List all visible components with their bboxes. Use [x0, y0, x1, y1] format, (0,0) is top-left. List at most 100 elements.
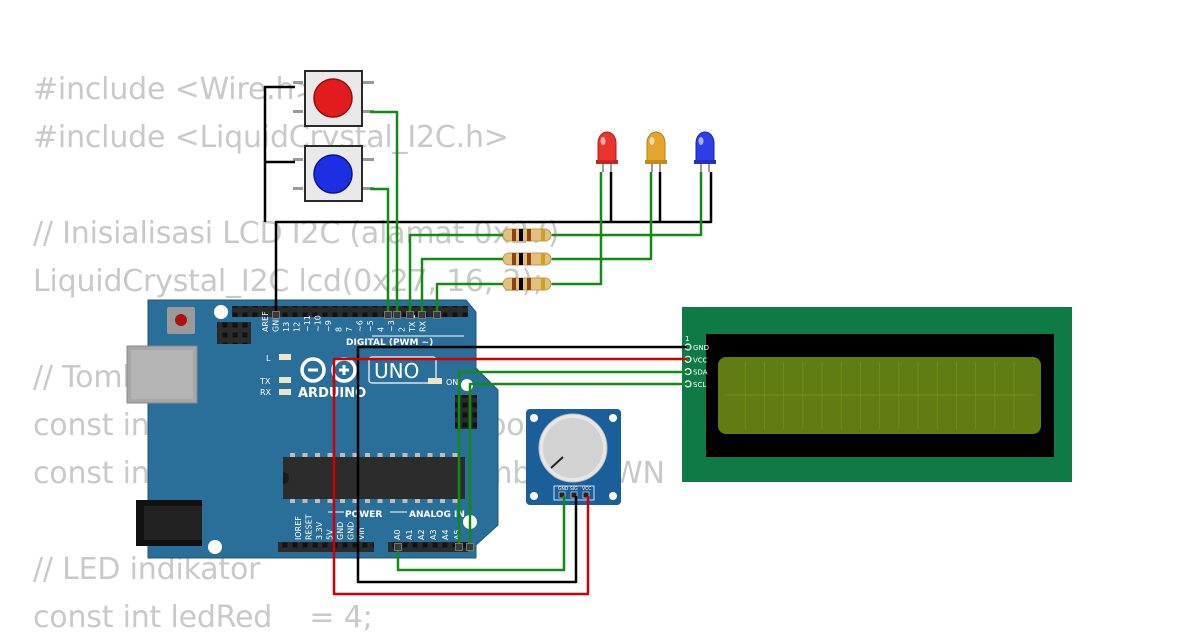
chip-pin	[365, 499, 370, 503]
pot-pin[interactable]	[570, 491, 578, 499]
model-label: UNO	[374, 359, 419, 383]
resistor-band	[512, 278, 516, 290]
led-highlight	[600, 137, 606, 145]
wire-endpoint	[466, 543, 474, 551]
led-yellow[interactable]	[645, 131, 667, 164]
digital-pin-label: 4	[377, 327, 386, 332]
button-leg	[362, 158, 374, 161]
digital-pin-label: 7	[345, 327, 354, 332]
wire-led-blue	[552, 172, 703, 237]
resistor-band	[541, 253, 545, 265]
wire-led-yellow	[552, 172, 653, 261]
pot-hole	[530, 492, 538, 500]
led-rim	[596, 160, 618, 164]
digital-label: DIGITAL (PWM ~)	[346, 338, 433, 348]
wire-endpoint	[433, 311, 441, 319]
wire-resistor-3	[435, 282, 503, 315]
code-line: const int ledRed = 4;	[33, 600, 373, 635]
pot-pin[interactable]	[582, 491, 590, 499]
button-leg	[362, 187, 374, 190]
chip-pin	[327, 453, 333, 457]
pot-pin-label: VCC	[582, 486, 591, 492]
analog-pin-label: A2	[417, 529, 426, 540]
chip-pin	[427, 453, 433, 457]
rx-led	[279, 389, 291, 395]
power-pin-label: GND	[336, 522, 345, 540]
mounting-hole	[208, 540, 222, 554]
led-lens	[646, 131, 666, 164]
chip-pin	[302, 453, 308, 457]
digital-pin-label: 8	[335, 327, 344, 332]
button-cap-blue[interactable]	[313, 154, 353, 194]
code-line: #include <Wire.h>	[33, 72, 320, 107]
led-blue[interactable]	[694, 131, 716, 164]
analog-pin-label: A0	[393, 529, 402, 540]
chip-notch	[283, 472, 289, 484]
pot-pin[interactable]	[558, 491, 566, 499]
chip-pin	[452, 453, 458, 457]
wire-button-up-signal	[370, 110, 399, 315]
chip-pin	[390, 453, 395, 457]
wire-lcd-sda	[457, 370, 687, 547]
code-line: LiquidCrystal_I2C lcd(0x27, 16, 2);	[33, 264, 543, 299]
push-button-down[interactable]	[293, 145, 374, 202]
digital-pin-label: ~11	[303, 315, 312, 332]
push-button-up[interactable]	[293, 70, 374, 127]
tx-led	[279, 377, 291, 383]
chip-pin	[365, 453, 370, 457]
power-pin-label: 3.3V	[315, 521, 324, 540]
digital-header	[232, 306, 468, 317]
analog-pin-label: A4	[441, 529, 450, 540]
chip-pin	[440, 453, 445, 457]
resistor-band	[527, 229, 531, 241]
digital-pin-label: 13	[282, 322, 291, 332]
brand-label: ARDUINO	[298, 386, 366, 401]
lcd-pin-label: SDA	[693, 369, 708, 377]
button-leg	[293, 81, 303, 84]
chip-pin	[290, 499, 295, 503]
led-rim	[645, 160, 667, 164]
led-red[interactable]	[596, 131, 618, 164]
resistor[interactable]	[498, 252, 556, 266]
pot-pin-frame	[553, 485, 595, 501]
button-cap-red[interactable]	[313, 78, 353, 118]
l-led	[279, 354, 291, 360]
digital-pin-label: RX 0	[419, 313, 428, 332]
atmega-chip	[283, 457, 465, 499]
chip-pin	[440, 499, 445, 503]
wire-endpoint	[394, 543, 402, 551]
led-highlight	[649, 137, 655, 145]
wire-lcd-gnd	[356, 345, 687, 584]
wire-endpoint	[393, 311, 401, 319]
on-led	[428, 378, 442, 384]
led-lens	[597, 131, 617, 164]
pot-knob-indicator	[550, 456, 564, 469]
wire-gnd-button-up	[263, 85, 295, 222]
resistor-band	[519, 253, 523, 265]
icsp-header	[217, 322, 251, 344]
resistor[interactable]	[498, 277, 556, 291]
lcd-pin-number: 1	[685, 335, 689, 343]
chip-pin	[427, 499, 433, 503]
wires	[263, 85, 713, 596]
wire-button-down-signal	[370, 187, 390, 315]
led-legs	[602, 164, 710, 172]
led-lens	[695, 131, 715, 164]
wire-gnd-bus	[274, 172, 713, 315]
mounting-hole	[214, 305, 228, 319]
wire-resistor-2	[420, 257, 503, 315]
usb-port-inner	[131, 350, 193, 399]
analog-pin-label: A3	[429, 529, 438, 540]
model-frame	[368, 356, 437, 384]
button-leg	[362, 81, 374, 84]
chip-pin	[452, 499, 458, 503]
resistor[interactable]	[498, 228, 556, 242]
chip-pin	[327, 499, 333, 503]
pot-knob[interactable]	[543, 418, 603, 478]
chip-pin	[402, 499, 408, 503]
wire-endpoint	[418, 311, 426, 319]
